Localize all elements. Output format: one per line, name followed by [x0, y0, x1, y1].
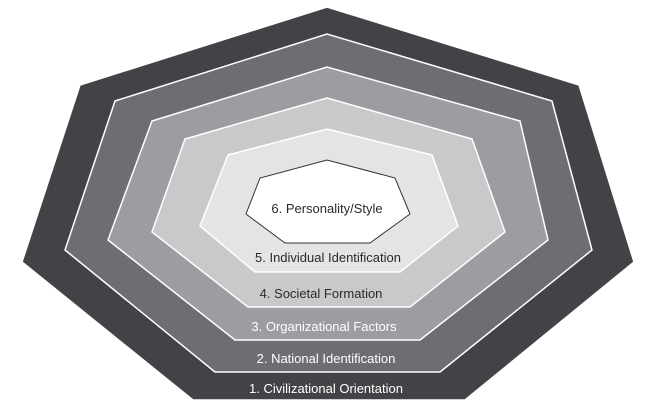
layer-1-label: 1. Civilizational Orientation [249, 381, 403, 396]
layer-6-label: 6. Personality/Style [271, 201, 382, 216]
layer-4-label: 4. Societal Formation [260, 286, 383, 301]
layer-5-label: 5. Individual Identification [255, 250, 401, 265]
layer-2-label: 2. National Identification [257, 351, 396, 366]
layer-3-label: 3. Organizational Factors [251, 319, 397, 334]
layer-6-personality-style [245, 159, 411, 244]
